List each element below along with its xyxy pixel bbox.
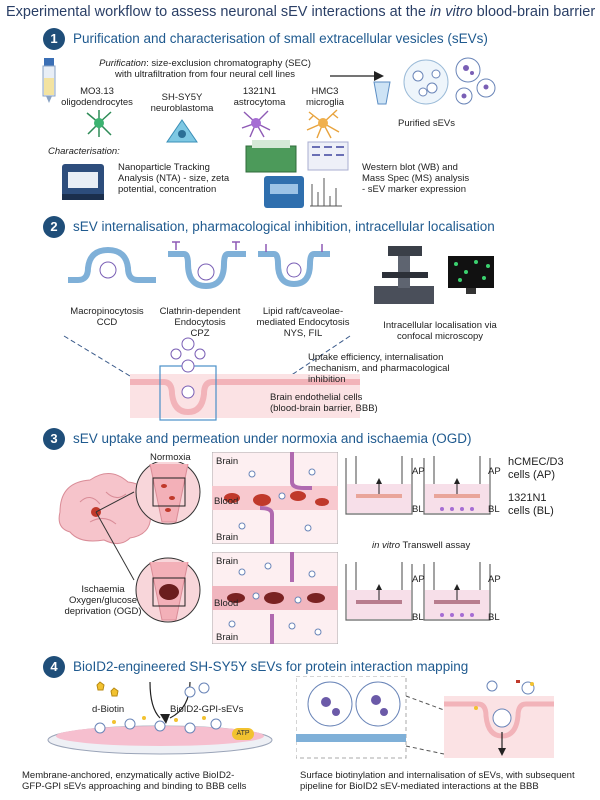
atp-badge: ATP	[232, 728, 254, 740]
ischaemia-bl-label-1: BL	[412, 612, 424, 623]
characterisation-label: Characterisation:	[48, 146, 120, 157]
normoxia-label: Normoxia	[150, 452, 191, 463]
transwell-ischaemia-graphic	[345, 562, 491, 621]
ischaemia-ap-label-1: AP	[412, 574, 425, 585]
route-label-caveolae: Lipid raft/caveolae-mediated Endocytosis…	[256, 306, 350, 339]
sec-column-icon	[42, 58, 56, 103]
section-1-title: Purification and characterisation of sma…	[73, 31, 488, 46]
ischaemia-ap-label-2: AP	[488, 574, 501, 585]
section-2-title: sEV internalisation, pharmacological inh…	[73, 219, 495, 234]
ischaemia-brain-top-label: Brain	[216, 556, 239, 567]
purification-text: Purification: size-exclusion chromatogra…	[99, 58, 311, 80]
normoxia-bl-label-2: BL	[488, 504, 500, 515]
section-4-right-caption: Surface biotinylation and internalisatio…	[300, 770, 575, 792]
ischaemia-zoom-panel	[212, 552, 338, 644]
purified-sevs-graphic	[373, 57, 496, 105]
normoxia-ap-label-2: AP	[488, 466, 501, 477]
normoxia-bl-label-1: BL	[412, 504, 424, 515]
nta-instrument-icon	[62, 164, 104, 200]
section-3-number: 3	[43, 428, 65, 450]
section-4-left-caption: Membrane-anchored, enzymatically active …	[22, 770, 247, 792]
normoxia-brain-bottom-label: Brain	[216, 532, 239, 543]
ischaemia-blood-label: Blood	[214, 598, 239, 609]
astrocytoma-icon	[241, 110, 271, 138]
section-1-number: 1	[43, 28, 65, 50]
bioid-dish-graphic	[47, 681, 273, 755]
normoxia-ap-label-1: AP	[412, 466, 425, 477]
endothelial-uptake-graphic	[63, 335, 360, 421]
wb-ms-instruments-graphic	[245, 140, 349, 208]
section-4-number: 4	[43, 656, 65, 678]
section-4-title: BioID2-engineered SH-SY5Y sEVs for prote…	[73, 659, 469, 674]
section-3-title: sEV uptake and permeation under normoxia…	[73, 431, 472, 446]
oligodendrocyte-icon	[86, 110, 112, 137]
confocal-microscope-graphic	[374, 246, 494, 304]
purification-arrow	[330, 71, 384, 81]
dbiotin-label: d-Biotin	[92, 704, 125, 715]
normoxia-brain-top-label: Brain	[216, 456, 239, 467]
transwell-normoxia-graphic	[345, 456, 491, 515]
biotinylation-internalisation-graphic	[296, 676, 554, 759]
neuroblastoma-icon	[166, 119, 198, 143]
microglia-icon	[306, 109, 340, 139]
ischaemia-brain-bottom-label: Brain	[216, 632, 239, 643]
purified-sevs-label: Purified sEVs	[398, 118, 456, 129]
ischaemia-bl-label-2: BL	[488, 612, 500, 623]
brain-vessel-graphic	[58, 462, 201, 623]
endocytosis-routes-graphic	[68, 241, 330, 290]
section-2-number: 2	[43, 216, 65, 238]
transwell-assay-label: in vitro Transwell assay	[372, 540, 471, 551]
normoxia-zoom-panel	[212, 452, 338, 544]
page-title: Experimental workflow to assess neuronal…	[6, 4, 596, 20]
normoxia-blood-label: Blood	[214, 496, 239, 507]
brain-endothelial-text: Brain endothelial cells(blood-brain barr…	[270, 392, 378, 414]
bioid-gpi-sevs-label: BioID2-GPI-sEVs	[170, 704, 244, 715]
